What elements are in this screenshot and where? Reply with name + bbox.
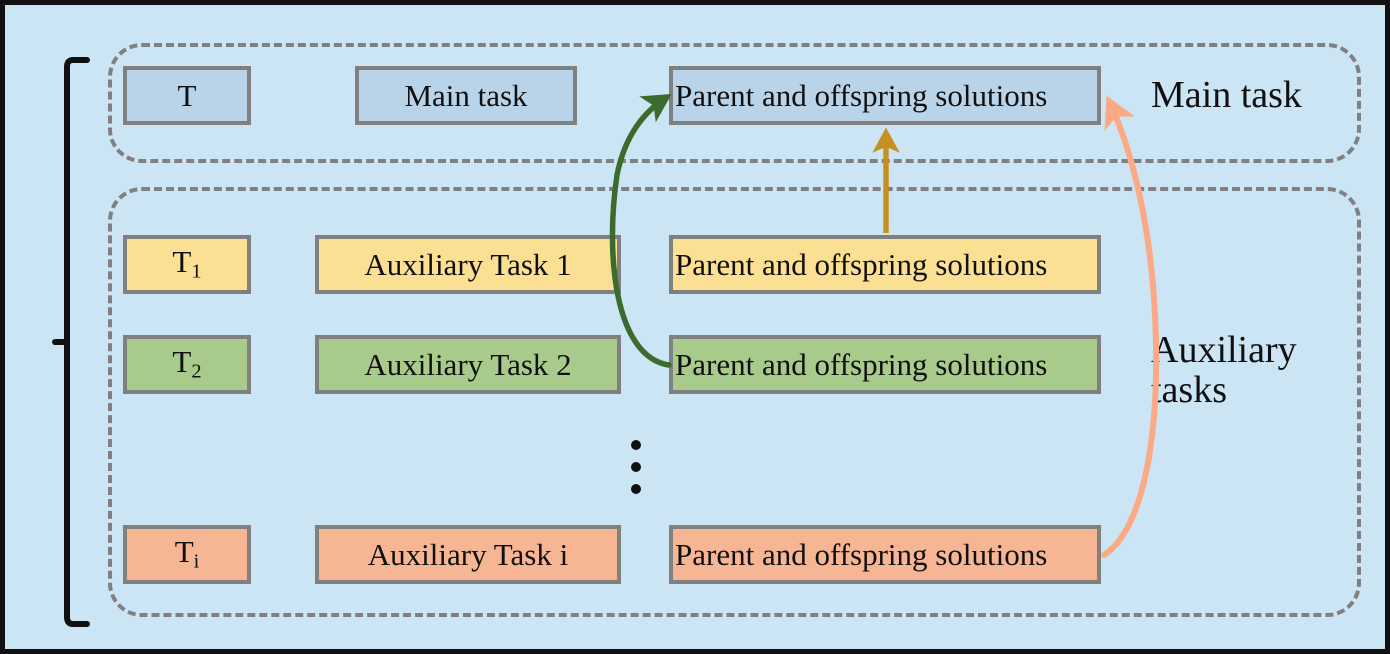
task-name-aux-1-text: Auxiliary Task 1 xyxy=(364,247,572,282)
solutions-box-aux-i-text: Parent and offspring solutions xyxy=(675,537,1048,572)
ellipsis-dot xyxy=(631,462,641,472)
solutions-box-aux-2: Parent and offspring solutions xyxy=(669,335,1101,394)
task-symbol-main-text: T xyxy=(177,78,197,113)
task-symbol-aux-2-text: T2 xyxy=(172,344,202,384)
group-label-auxiliary-line-1: Auxiliary xyxy=(1151,329,1297,371)
ellipsis-dot xyxy=(631,440,641,450)
task-name-aux-2-text: Auxiliary Task 2 xyxy=(364,347,572,382)
solutions-box-aux-2-text: Parent and offspring solutions xyxy=(675,347,1048,382)
task-symbol-aux-2: T2 xyxy=(123,335,251,394)
task-name-main: Main task xyxy=(355,66,577,125)
solutions-box-aux-1: Parent and offspring solutions xyxy=(669,235,1101,294)
solutions-box-main-text: Parent and offspring solutions xyxy=(675,78,1048,113)
task-name-aux-i-text: Auxiliary Task i xyxy=(367,537,569,572)
green-arrow-icon xyxy=(609,94,672,368)
group-label-auxiliary-line-2: tasks xyxy=(1151,369,1227,412)
left-bracket-icon xyxy=(64,57,90,627)
task-symbol-aux-i: Ti xyxy=(123,525,251,584)
task-symbol-main: T xyxy=(123,66,251,125)
task-name-aux-1: Auxiliary Task 1 xyxy=(315,235,621,294)
solutions-box-aux-i: Parent and offspring solutions xyxy=(669,525,1101,584)
salmon-arrow-icon xyxy=(1101,95,1160,558)
solutions-box-aux-1-text: Parent and offspring solutions xyxy=(675,247,1048,282)
ellipsis-dot xyxy=(631,484,641,494)
task-symbol-aux-1-text: T1 xyxy=(172,244,202,284)
vertical-ellipsis-icon xyxy=(627,440,645,494)
solutions-box-main: Parent and offspring solutions xyxy=(669,66,1101,125)
task-symbol-aux-i-text: Ti xyxy=(174,534,200,574)
task-name-main-text: Main task xyxy=(404,78,528,113)
task-symbol-aux-1: T1 xyxy=(123,235,251,294)
task-name-aux-i: Auxiliary Task i xyxy=(315,525,621,584)
task-name-aux-2: Auxiliary Task 2 xyxy=(315,335,621,394)
group-label-auxiliary-tasks: Auxiliary tasks xyxy=(1151,330,1297,411)
group-label-main-task: Main task xyxy=(1151,74,1302,116)
